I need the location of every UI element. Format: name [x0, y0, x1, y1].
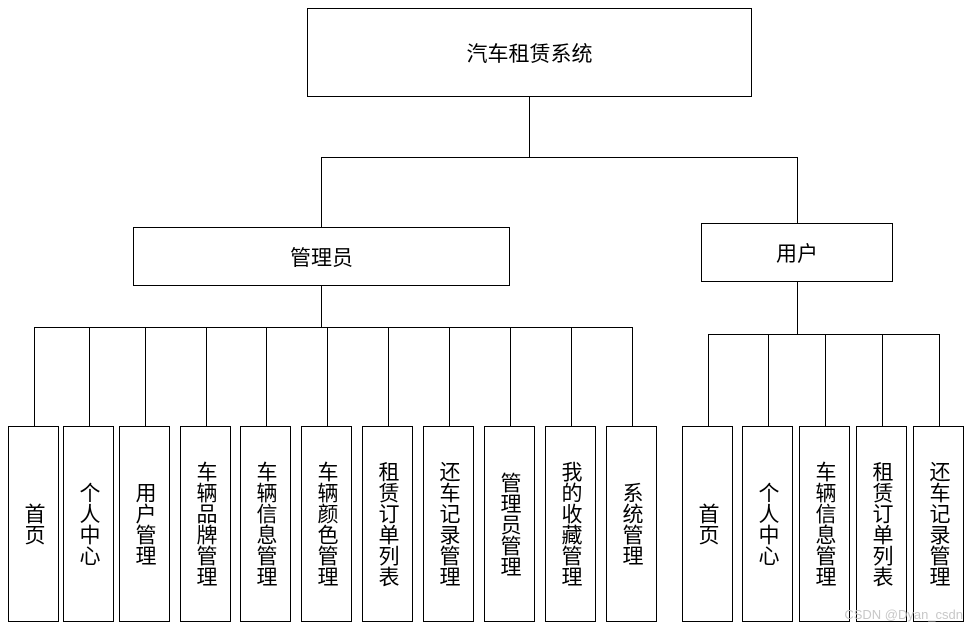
module-node: 用户管理: [119, 426, 170, 622]
module-node-label: 租赁订单列表: [376, 461, 400, 587]
connector-module-1-4: [939, 334, 940, 427]
module-node: 系统管理: [606, 426, 657, 622]
root-node: 汽车租赁系统: [307, 8, 752, 97]
connector-module-0-0: [34, 327, 35, 427]
module-node-label: 我的收藏管理: [559, 461, 583, 587]
connector-module-0-9: [571, 327, 572, 427]
role-node-user: 用户: [701, 223, 893, 282]
module-node: 管理员管理: [484, 426, 535, 622]
role-node-user-label: 用户: [776, 241, 818, 266]
module-node-label: 首页: [696, 503, 720, 545]
module-node: 租赁订单列表: [856, 426, 907, 622]
connector-root-down: [529, 97, 530, 158]
module-node: 还车记录管理: [913, 426, 964, 622]
connector-module-0-3: [206, 327, 207, 427]
connector-module-0-6: [388, 327, 389, 427]
role-node-admin-label: 管理员: [290, 245, 353, 270]
root-node-label: 汽车租赁系统: [466, 41, 593, 66]
connector-role-0-down: [321, 286, 322, 328]
module-node-label: 还车记录管理: [437, 461, 461, 587]
connector-module-0-7: [449, 327, 450, 427]
module-node: 车辆信息管理: [240, 426, 291, 622]
connector-module-0-2: [145, 327, 146, 427]
module-node-label: 首页: [22, 503, 46, 545]
module-node-label: 管理员管理: [498, 471, 522, 577]
role-node-admin: 管理员: [133, 227, 510, 286]
connector-module-1-2: [825, 334, 826, 427]
module-node-label: 车辆品牌管理: [194, 461, 218, 587]
connector-module-0-1: [89, 327, 90, 427]
connector-to-user: [797, 157, 798, 224]
module-node-label: 车辆信息管理: [254, 461, 278, 587]
connector-module-0-5: [327, 327, 328, 427]
module-node-label: 系统管理: [620, 482, 644, 566]
module-node: 还车记录管理: [423, 426, 474, 622]
connector-module-0-8: [510, 327, 511, 427]
connector-role-1-bar: [708, 334, 940, 335]
module-node: 首页: [682, 426, 733, 622]
module-node-label: 用户管理: [133, 482, 157, 566]
connector-role-0-bar: [34, 327, 633, 328]
module-node: 首页: [8, 426, 59, 622]
connector-root-bar: [321, 157, 798, 158]
module-node: 车辆品牌管理: [180, 426, 231, 622]
module-node: 个人中心: [742, 426, 793, 622]
connector-module-1-0: [708, 334, 709, 427]
watermark: CSDN @Dyan_csdn: [844, 607, 963, 622]
connector-module-0-4: [266, 327, 267, 427]
connector-module-0-10: [632, 327, 633, 427]
module-node: 我的收藏管理: [545, 426, 596, 622]
module-node-label: 车辆信息管理: [813, 461, 837, 587]
module-node-label: 车辆颜色管理: [315, 461, 339, 587]
module-node: 个人中心: [63, 426, 114, 622]
connector-to-admin: [321, 157, 322, 228]
module-node-label: 个人中心: [77, 482, 101, 566]
connector-module-1-3: [882, 334, 883, 427]
module-node: 车辆颜色管理: [301, 426, 352, 622]
module-node: 车辆信息管理: [799, 426, 850, 622]
connector-module-1-1: [768, 334, 769, 427]
connector-role-1-down: [797, 282, 798, 335]
module-node: 租赁订单列表: [362, 426, 413, 622]
module-node-label: 还车记录管理: [927, 461, 951, 587]
module-node-label: 租赁订单列表: [870, 461, 894, 587]
module-node-label: 个人中心: [756, 482, 780, 566]
